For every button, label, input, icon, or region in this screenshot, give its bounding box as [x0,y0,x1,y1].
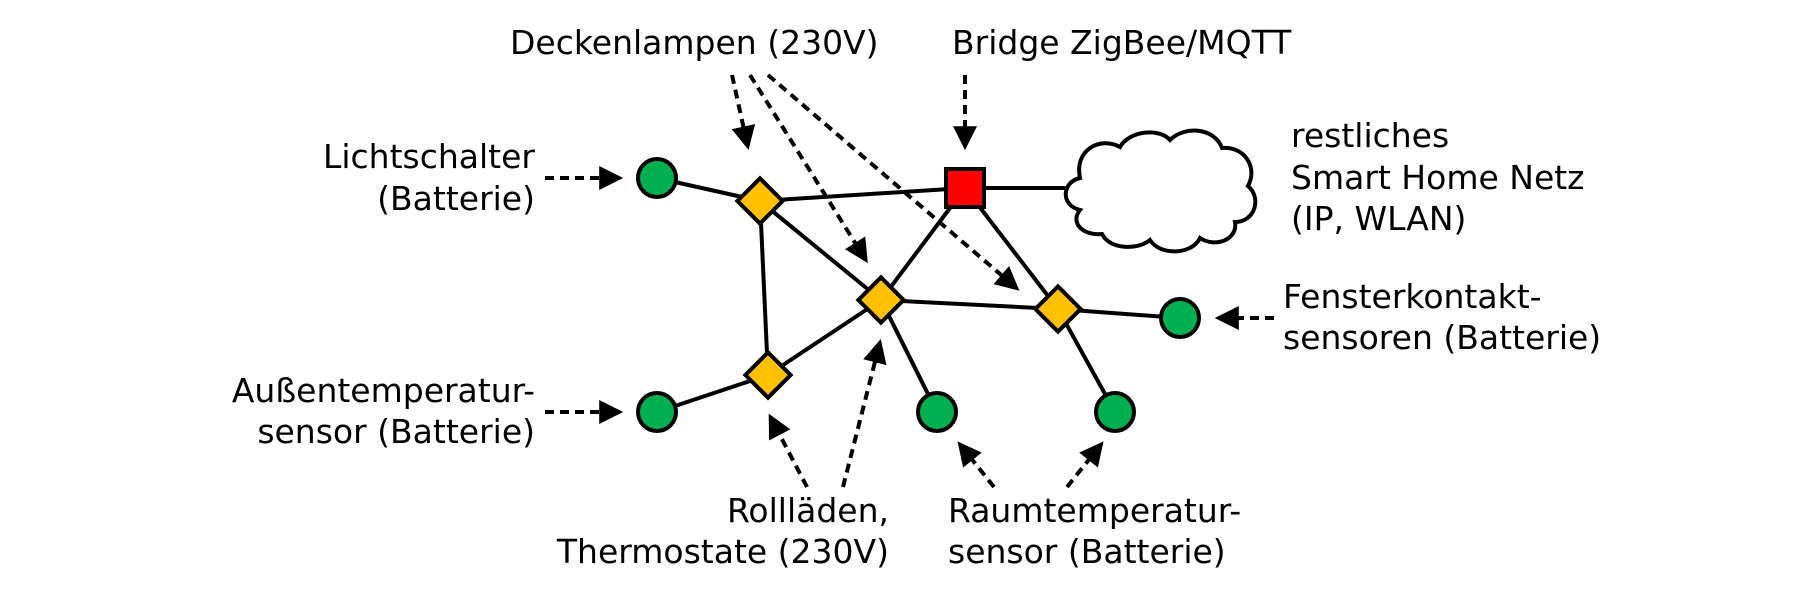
label-netz-2: Smart Home Netz [1291,158,1585,197]
arrow-raumtemp-1 [957,441,996,489]
arrow-rolllaeden-2 [841,339,887,488]
label-raum-2: sensor (Batterie) [948,532,1226,571]
node-rolllaeden [742,349,794,401]
node-raumtemp-2 [1094,391,1136,433]
arrow-deckenlampe-2 [748,73,868,264]
edge-lampe1-bridge [759,186,966,203]
edge-lampe2-rolllaeden [766,298,883,377]
label-aussen-1: Außentemperatur- [232,371,535,410]
node-lampe-1 [734,175,786,227]
node-lampe-2 [855,274,907,326]
label-aussen-2: sensor (Batterie) [257,412,535,451]
label-fenster-1: Fensterkontakt- [1283,277,1542,316]
label-raum-1: Raumtemperatur- [948,491,1241,530]
arrow-raumtemp-2 [1065,441,1104,489]
label-bridge: Bridge ZigBee/MQTT [952,23,1292,62]
edge-lampe2-lampe3 [880,298,1059,311]
nodes [636,157,1201,433]
node-bridge [944,167,986,209]
label-rolllaeden-2: Thermostate (230V) [556,532,889,571]
node-aussentemp [636,391,678,433]
edge-lampe1-rolllaeden [758,200,770,376]
node-fensterkontakt [1159,297,1201,339]
label-netz-3: (IP, WLAN) [1291,199,1466,238]
label-lichtschalter-1: Lichtschalter [323,137,535,176]
cloud-icon [1063,128,1258,254]
edge-lampe1-lampe2 [758,199,883,302]
node-raumtemp-1 [916,391,958,433]
label-deckenlampen: Deckenlampen (230V) [510,23,879,62]
label-fenster-2: sensoren (Batterie) [1283,318,1601,357]
arrow-rolllaeden-1 [768,413,809,488]
labels: Deckenlampen (230V) Bridge ZigBee/MQTT r… [232,23,1601,571]
label-lichtschalter-2: (Batterie) [377,179,535,218]
annotation-arrows [545,73,1274,489]
arrow-deckenlampe-1 [730,74,756,151]
label-rolllaeden-1: Rollläden, [727,491,889,530]
label-netz-1: restliches [1291,116,1449,155]
node-lampe-3 [1032,283,1084,335]
arrow-deckenlampe-3 [766,73,1020,291]
node-lichtschalter [636,157,678,199]
